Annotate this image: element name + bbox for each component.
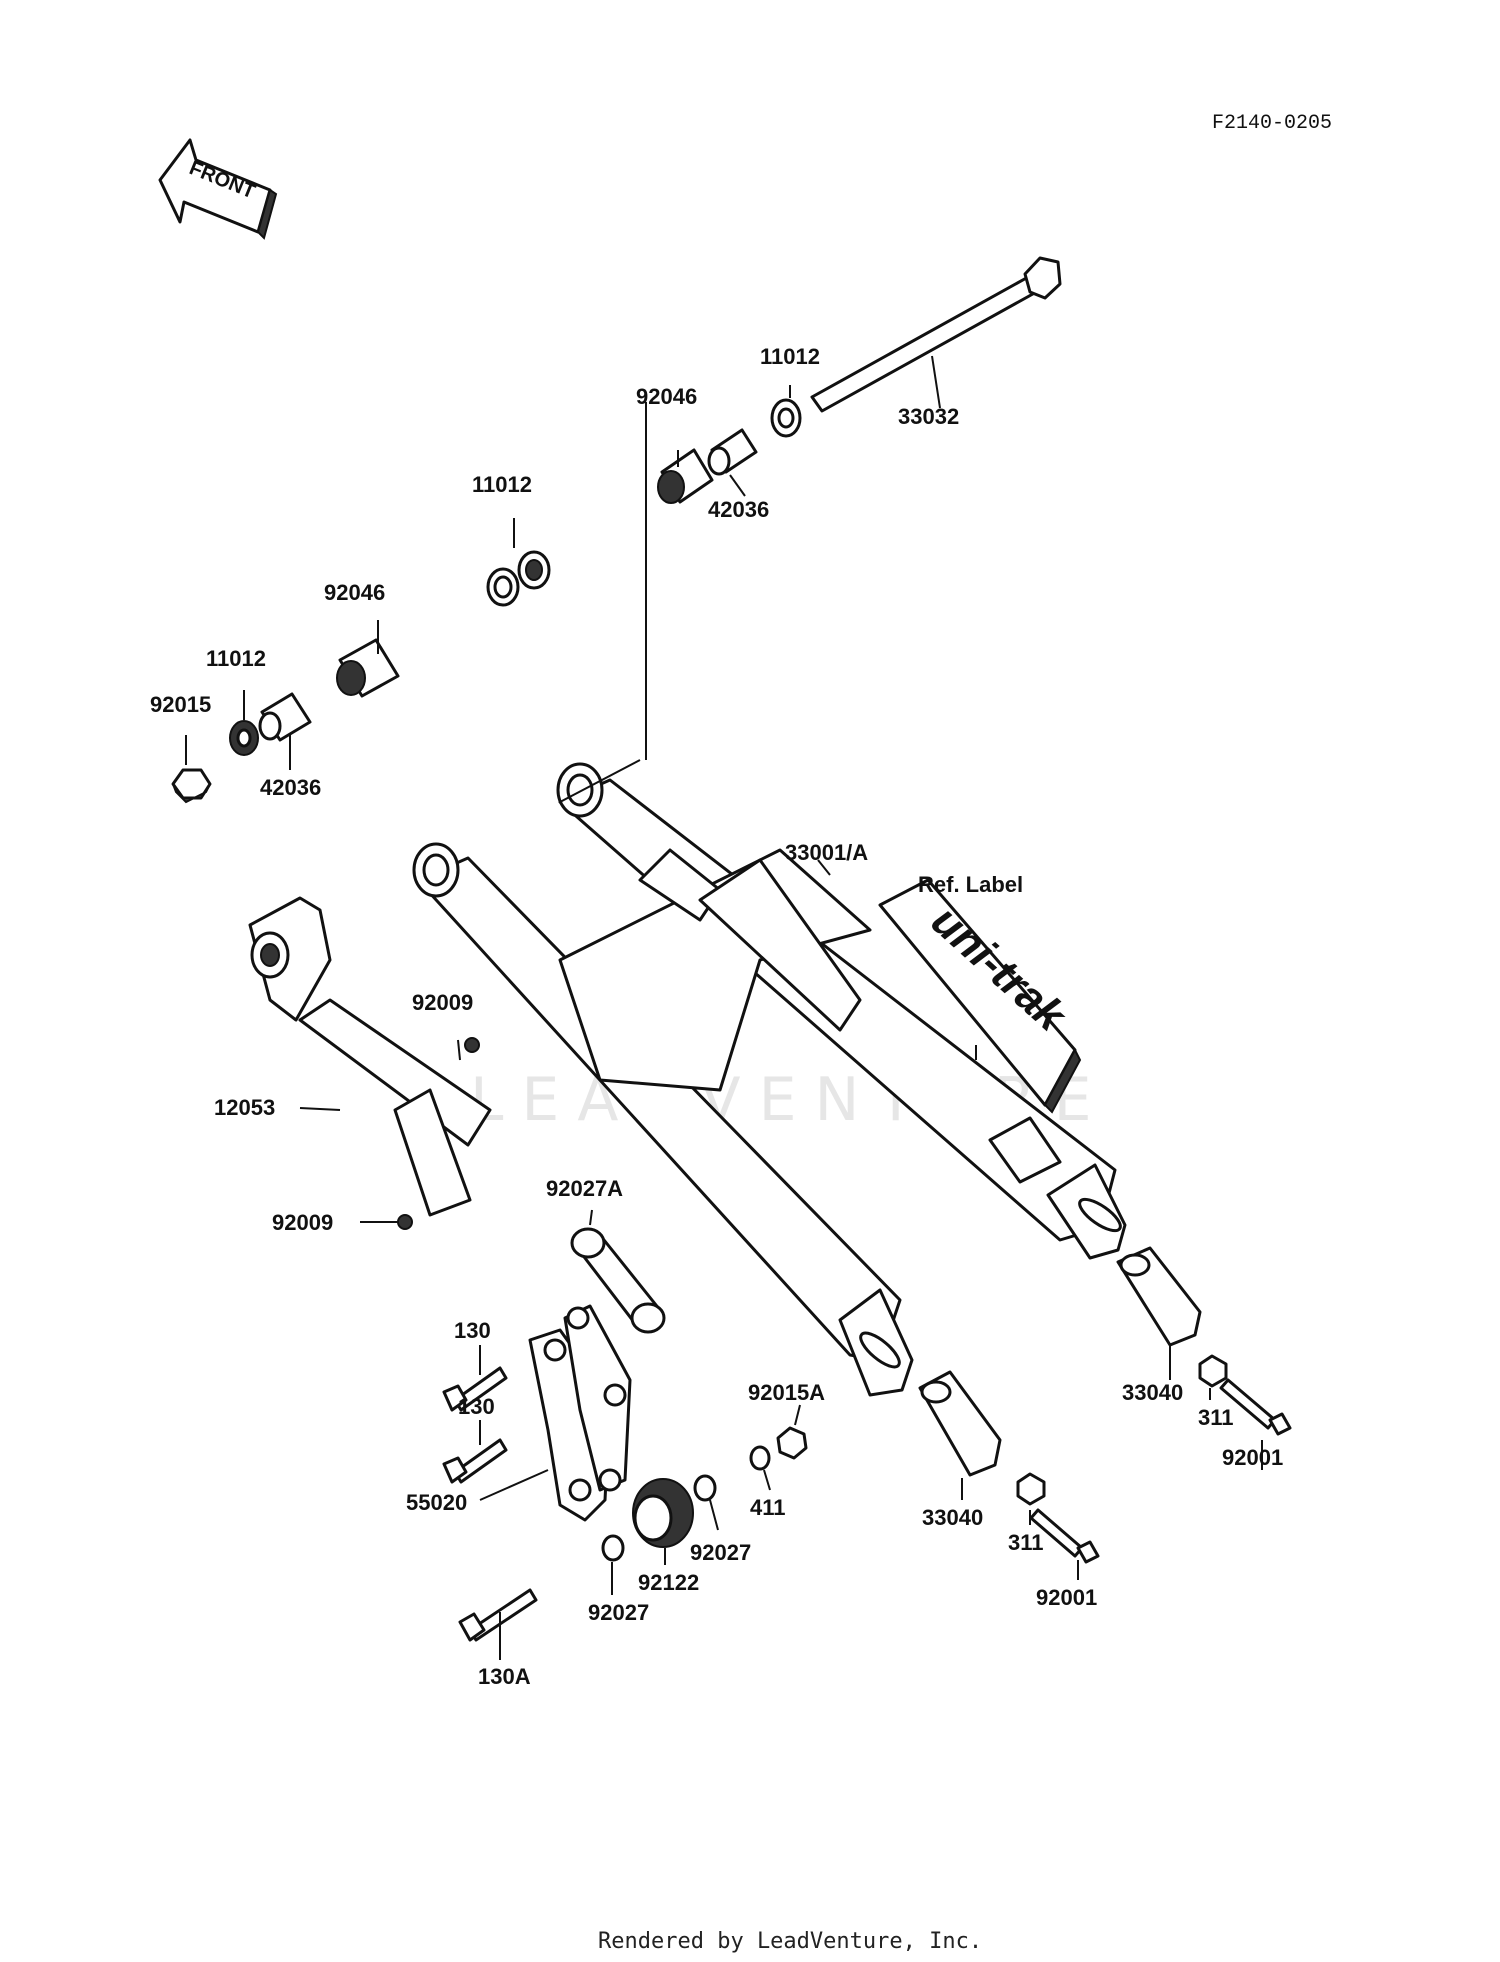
callout-92027-right: 92027 [690, 1540, 751, 1565]
callout-92009-bot: 92009 [272, 1210, 333, 1235]
swingarm [248, 762, 1127, 1397]
callout-33040-right: 33040 [1122, 1380, 1183, 1405]
pivot-shaft [810, 256, 1062, 413]
mid-collars [486, 550, 551, 607]
callout-311-right: 311 [1198, 1405, 1234, 1430]
callout-92046-top: 92046 [636, 384, 697, 409]
callout-92046-left: 92046 [324, 580, 385, 605]
callout-42036-left: 42036 [260, 775, 321, 800]
leader-lines [185, 355, 1263, 1660]
callout-11012-left: 11012 [206, 646, 266, 671]
bolts-130 [442, 1366, 508, 1484]
callout-92122: 92122 [638, 1570, 699, 1595]
callout-33001: 33001/A [785, 840, 868, 865]
callout-130-a: 130 [454, 1318, 491, 1343]
footer-credit: Rendered by LeadVenture, Inc. [598, 1929, 982, 1954]
bolt-130A [458, 1588, 538, 1642]
callout-130-b: 130 [458, 1394, 495, 1419]
callout-92001-right: 92001 [1222, 1445, 1283, 1470]
callout-92001-left: 92001 [1036, 1585, 1097, 1610]
left-bushings [171, 638, 400, 804]
rocker-link [528, 1227, 666, 1522]
callout-311-left: 311 [1008, 1530, 1044, 1555]
callout-11012-mid: 11012 [472, 472, 532, 497]
callout-ref-label: Ref. Label [918, 872, 1023, 897]
callout-92015A: 92015A [748, 1380, 825, 1405]
callout-11012-top: 11012 [760, 344, 820, 369]
callout-411: 411 [750, 1495, 786, 1520]
callout-130A: 130A [478, 1664, 531, 1689]
top-bushings [657, 398, 802, 504]
callout-12053: 12053 [214, 1095, 275, 1120]
callout-42036-top: 42036 [708, 497, 769, 522]
callout-33040-left: 33040 [922, 1505, 983, 1530]
callout-33032: 33032 [898, 404, 959, 429]
callout-55020: 55020 [406, 1490, 467, 1515]
chain-guide [298, 998, 492, 1230]
chain-adjusters [918, 1246, 1292, 1564]
callout-92027A: 92027A [546, 1176, 623, 1201]
diagram-code: F2140-0205 [1212, 112, 1332, 135]
callout-92027-left: 92027 [588, 1600, 649, 1625]
front-arrow-icon: FRONT [158, 138, 278, 240]
lower-bushing-hardware [601, 1426, 808, 1562]
callout-labels: 33032 11012 92046 42036 11012 92046 1101… [150, 344, 1283, 1689]
callout-92009-top: 92009 [412, 990, 473, 1015]
callout-92015: 92015 [150, 692, 211, 717]
